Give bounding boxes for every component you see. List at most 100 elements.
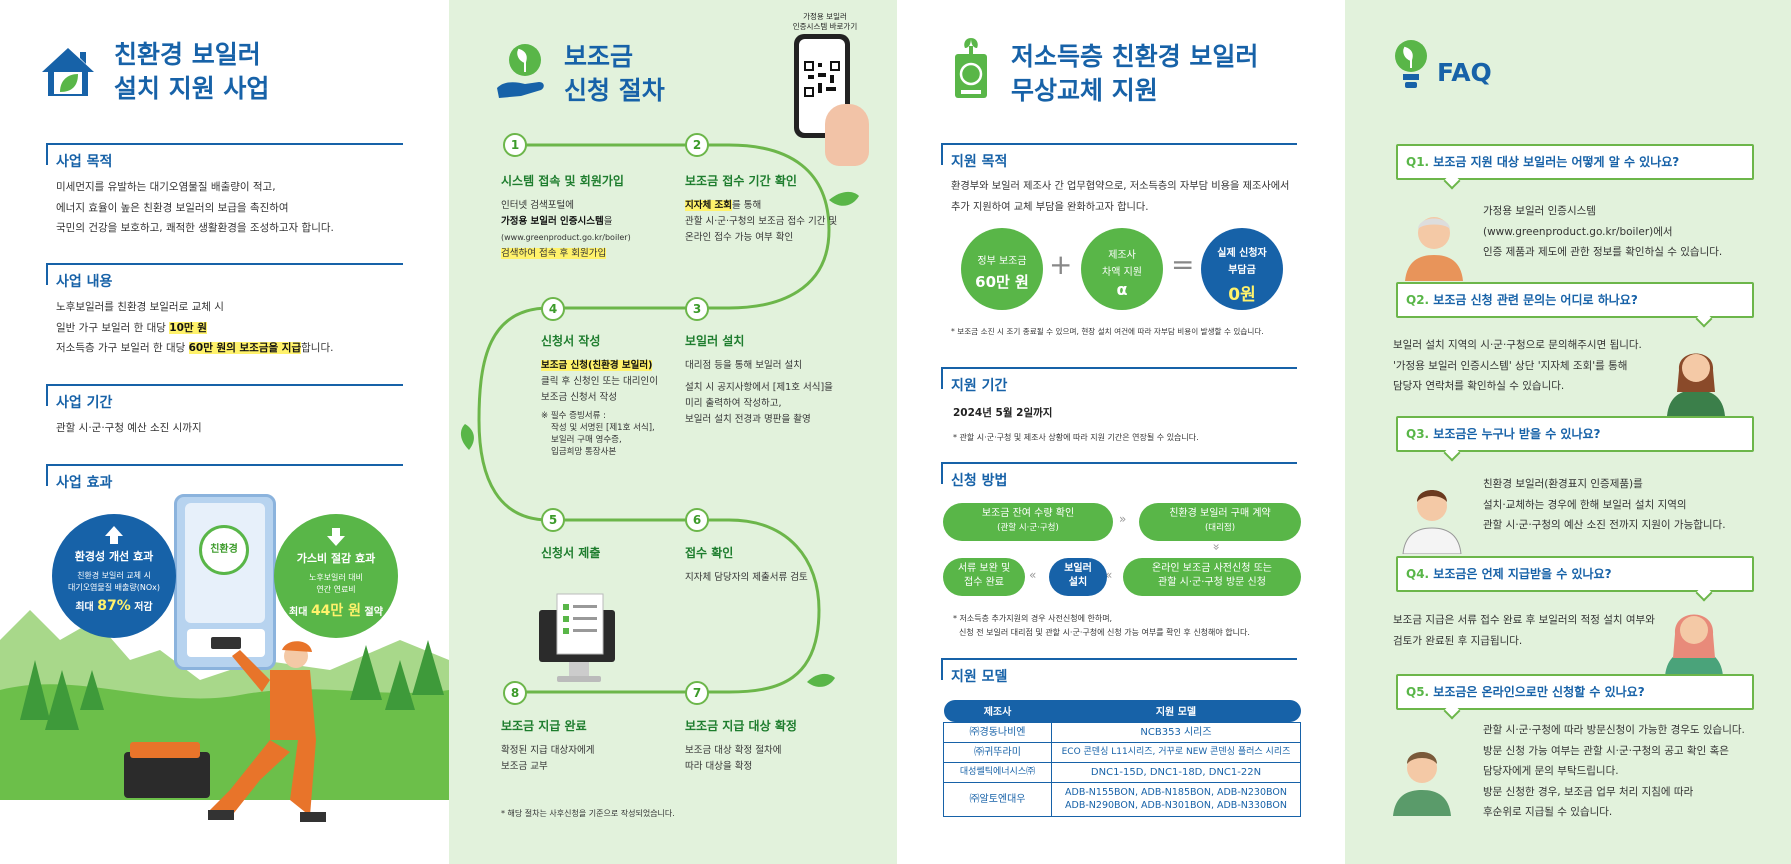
worker-illustration	[124, 641, 326, 822]
section-heading: 사업 효과	[56, 475, 113, 491]
section-heading: 사업 내용	[56, 274, 113, 290]
page-title: 친환경 보일러 설치 지원 사업	[114, 40, 270, 103]
section-period: 지원 기간	[941, 367, 1297, 397]
chevron-right-icon: »	[1119, 512, 1127, 526]
section-effect: 사업 효과	[46, 464, 403, 494]
qr-code-icon	[804, 61, 840, 97]
panel-low-income-support: 저소득층 친환경 보일러 무상교체 지원 지원 목적 환경부와 보일러 제조사 …	[897, 0, 1345, 864]
house-leaf-icon	[42, 48, 94, 96]
arrow-up-icon	[105, 526, 123, 536]
panel-application-procedure: 보조금 신청 절차 가정용 보일러 인증시스템 바로가기 1 시스템 접속 및 …	[449, 0, 897, 864]
effect-gas-circle: 가스비 절감 효과 노후보일러 대비 연간 연료비 최대 44만 원 절약	[274, 514, 398, 638]
hand-illustration	[825, 104, 869, 166]
highlight-amount: 60만 원의 보조금을 지급	[188, 342, 302, 354]
qr-label: 가정용 보일러 인증시스템 바로가기	[792, 12, 858, 31]
faq-question-1[interactable]: Q1. 보조금 지원 대상 보일러는 어떻게 알 수 있나요?	[1396, 144, 1754, 190]
step-title: 보조금 지급 대상 확정	[685, 719, 797, 733]
table-row: 대성쎌틱에너시스㈜DNC1-15D, DNC1-18D, DNC1-22N	[943, 761, 1301, 783]
effect-value: 최대 44만 원 절약	[289, 603, 383, 619]
section-purpose: 지원 목적	[941, 143, 1297, 173]
effect-desc: 연간 연료비	[316, 585, 356, 594]
step-number: 5	[541, 508, 565, 532]
faq-answer-1: 가정용 보일러 인증시스템(www.greenproduct.go.kr/boi…	[1483, 205, 1723, 258]
avatar-young-man	[1402, 490, 1462, 554]
step-title: 보일러 설치	[685, 334, 745, 348]
page-title: 저소득층 친환경 보일러 무상교체 지원	[1011, 42, 1259, 105]
col-maker: 제조사	[943, 700, 1052, 722]
text-line: 에너지 효율이 높은 친환경 보일러의 보급을 촉진하여	[56, 201, 289, 214]
section-heading: 지원 기간	[951, 378, 1008, 394]
section-method: 신청 방법	[941, 462, 1297, 492]
section-models: 지원 모델	[941, 658, 1297, 688]
step-title: 시스템 접속 및 회원가입	[501, 174, 624, 188]
applicant-cost-circle: 실제 신청자 부담금 0원	[1201, 228, 1283, 310]
effect-title: 환경성 개선 효과	[74, 550, 154, 563]
avatar-woman-2	[1665, 614, 1723, 676]
eq-note: * 보조금 소진 시 조기 종료될 수 있으며, 현장 설치 여건에 따라 자부…	[951, 327, 1264, 336]
procedure-note: * 해당 절차는 사후신청을 기준으로 작성되었습니다.	[501, 809, 675, 818]
step-title: 신청서 작성	[541, 334, 601, 348]
effect-desc: 대기오염물질 배출량(NOx)	[67, 583, 161, 592]
page-title: 보조금 신청 절차	[564, 42, 665, 105]
page-title: FAQ	[1437, 58, 1492, 87]
effect-title: 가스비 절감 효과	[296, 552, 376, 565]
period-text: 관할 시·군·구청 예산 소진 시까지	[56, 422, 202, 434]
step-desc: 보조금 신청(친환경 보일러) 클릭 후 신청인 또는 대리인이 보조금 신청서…	[541, 360, 658, 457]
section-heading: 사업 목적	[56, 154, 113, 170]
arrow-down-icon	[332, 528, 340, 536]
effect-environment-circle: 환경성 개선 효과 친환경 보일러 교체 시 대기오염물질 배출량(NOx) 최…	[52, 514, 176, 638]
step-desc: 지자체 담당자의 제출서류 검토	[685, 572, 808, 583]
faq-question-2[interactable]: Q2. 보조금 신청 관련 문의는 어디로 하나요?	[1396, 282, 1754, 328]
step-title: 접수 확인	[685, 546, 734, 560]
step-title: 보조금 접수 기간 확인	[685, 174, 797, 188]
step-title: 보조금 지급 완료	[501, 719, 587, 733]
faq-question-5[interactable]: Q5. 보조금은 온라인으로만 신청할 수 있나요?	[1396, 674, 1754, 720]
recycle-boiler-icon	[955, 38, 987, 98]
panel-business-overview: 친환경 보일러 설치 지원 사업 사업 목적 미세먼지를 유발하는 대기오염물질…	[0, 0, 449, 864]
boiler-panel	[187, 629, 265, 657]
hand-leaf-icon	[497, 44, 544, 98]
faq-question-3[interactable]: Q3. 보조금은 누구나 받을 수 있나요?	[1396, 416, 1754, 462]
faq-answer-2: 보일러 설치 지역의 시·군·구청으로 문의해주시면 됩니다.'가정용 보일러 …	[1393, 339, 1642, 392]
section-heading: 지원 목적	[951, 154, 1008, 170]
text-line: 미세먼지를 유발하는 대기오염물질 배출량이 적고,	[56, 181, 276, 193]
method-step-purchase: 친환경 보일러 구매 계약(대리점)	[1139, 503, 1301, 541]
faq-question-4[interactable]: Q4. 보조금은 언제 지급받을 수 있나요?	[1396, 556, 1754, 602]
section-heading: 사업 기간	[56, 395, 113, 411]
effect-desc: 친환경 보일러 교체 시	[77, 571, 151, 580]
step-desc: 보조금 대상 확정 절차에 따라 대상을 확정	[685, 745, 782, 772]
table-header-row: 제조사 지원 모델	[943, 700, 1301, 722]
section-content: 사업 내용	[46, 263, 403, 293]
step-number: 8	[503, 681, 527, 705]
step-number: 2	[685, 133, 709, 157]
step-number: 3	[685, 297, 709, 321]
panel-faq: FAQ Q1. 보조금 지원 대상 보일러는 어떻게 알 수 있나요? 가정용 …	[1345, 0, 1791, 864]
step-desc: 확정된 지급 대상자에게 보조금 교부	[501, 745, 595, 772]
method-step-check-quota: 보조금 잔여 수량 확인(관할 시·군·구청)	[943, 503, 1113, 541]
col-model: 지원 모델	[1051, 700, 1301, 722]
avatar-woman	[1667, 353, 1725, 416]
highlight-amount: 10만 원	[169, 321, 207, 334]
lightbulb-leaf-icon	[1395, 40, 1427, 88]
step-desc: 대리점 등을 통해 보일러 설치 설치 시 공지사항에서 [제1호 서식]을 미…	[685, 360, 833, 425]
landscape-illustration	[0, 610, 449, 864]
procedure-path	[460, 143, 859, 694]
section-purpose: 사업 목적	[46, 143, 403, 173]
effect-desc: 노후보일러 대비	[308, 573, 364, 582]
boiler-logo: 친환경	[199, 525, 249, 575]
period-text: 2024년 5월 2일까지	[953, 407, 1053, 419]
method-note: * 저소득층 추가지원의 경우 사전신청에 한하며, 신청 전 보일러 대리점 …	[953, 614, 1250, 637]
purpose-text: 환경부와 보일러 제조사 간 업무협약으로, 저소득층의 자부담 비용을 제조사…	[951, 181, 1290, 213]
effect-value: 최대 87% 저감	[75, 598, 153, 614]
section-period: 사업 기간	[46, 384, 403, 414]
chevron-down-icon: »	[1209, 543, 1224, 551]
step-title: 신청서 제출	[541, 546, 601, 560]
step-desc: 인터넷 검색포털에 가정용 보일러 인증시스템을 (www.greenprodu…	[501, 200, 631, 259]
